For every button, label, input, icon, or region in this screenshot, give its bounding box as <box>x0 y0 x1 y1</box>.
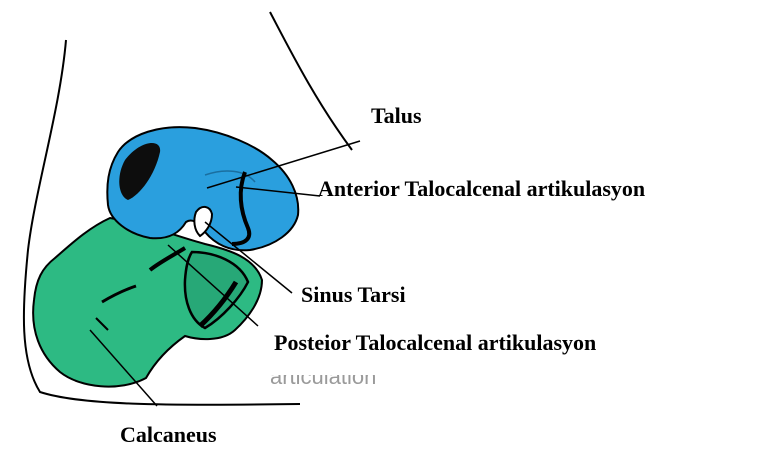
label-anterior-talocalcaneal: Anterior Talocalcenal artikulasyon <box>318 178 645 200</box>
label-calcaneus: Calcaneus <box>120 424 217 446</box>
label-sinus-tarsi: Sinus Tarsi <box>301 284 406 306</box>
leg-outline-right <box>270 12 352 150</box>
label-talus: Talus <box>371 105 422 127</box>
label-posterior-talocalcaneal: Posteior Talocalcenal artikulasyon <box>274 332 596 354</box>
